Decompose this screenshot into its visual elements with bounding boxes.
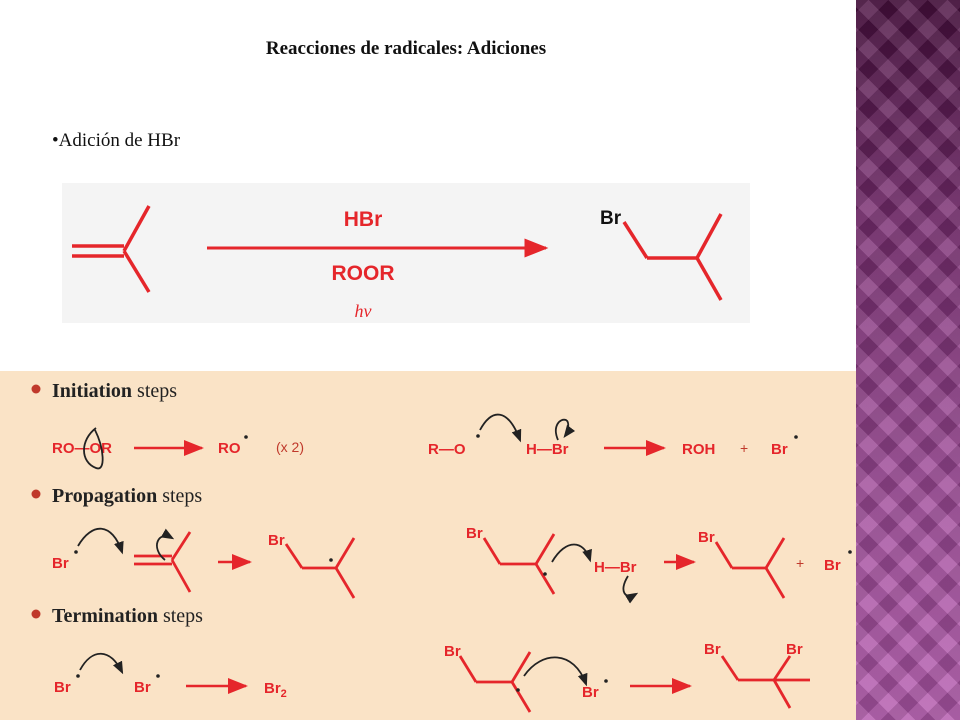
initiation-roor: RO—OR <box>52 440 112 457</box>
propagation-hbr: H—Br <box>594 559 637 576</box>
initiation-heading: Initiation steps <box>52 380 177 402</box>
slide-title: Reacciones de radicales: Adiciones <box>265 38 547 59</box>
radical-dot <box>794 435 798 439</box>
curved-arrow-bond-2 <box>622 575 639 604</box>
reagent-hbr: HBr <box>344 208 383 231</box>
initiation-plus: + <box>740 440 748 456</box>
termination-br-1: Br <box>54 679 71 696</box>
mechanism-panel <box>0 371 856 720</box>
product-br-label: Br <box>600 208 622 229</box>
bullet-dot <box>31 609 41 619</box>
decorative-side-panel <box>856 0 960 720</box>
curved-arrow-pi <box>156 528 175 561</box>
radical-dot <box>516 688 520 692</box>
radical-dot <box>604 679 608 683</box>
termination-br-radical: Br <box>582 684 599 701</box>
isobutyl-bromide-structure <box>622 213 723 301</box>
propagation-br-radical-2: Br <box>824 557 841 574</box>
curved-arrow-abstraction <box>479 413 522 443</box>
bullet-hbr-addition: •Adición de HBr <box>52 130 181 151</box>
initiation-ro: R—O <box>428 441 466 458</box>
isobutylene-structure <box>72 205 151 293</box>
bullet-dot <box>31 384 41 394</box>
initiation-roh: ROH <box>682 441 715 458</box>
termination-br-2: Br <box>134 679 151 696</box>
propagation-radical-reactant <box>482 533 556 595</box>
curved-arrow-addition <box>77 527 124 555</box>
propagation-product <box>714 537 786 599</box>
curved-arrow-h-abstraction <box>551 543 592 563</box>
propagation-product-br: Br <box>698 529 715 546</box>
termination-br-label: Br <box>444 643 461 660</box>
bullet-dot <box>31 489 41 499</box>
radical-dot <box>476 434 480 438</box>
propagation-alkene <box>134 531 192 593</box>
radical-dot <box>543 572 547 576</box>
reaction-scheme: HBr ROOR hν Br Initiation steps RO—OR RO… <box>0 183 856 720</box>
termination-br2: Br2 <box>264 680 287 700</box>
radical-dot <box>329 558 333 562</box>
termination-product <box>720 655 810 709</box>
termination-product-br-1: Br <box>704 641 721 658</box>
propagation-heading: Propagation steps <box>52 485 202 507</box>
radical-dot <box>156 674 160 678</box>
radical-dot <box>244 435 248 439</box>
top-reaction-panel <box>62 183 750 323</box>
propagation-plus: + <box>796 555 804 571</box>
initiation-ro-radical: RO <box>218 440 241 457</box>
light-hv: hν <box>355 301 372 321</box>
curved-arrow-bond <box>554 418 576 441</box>
curved-arrow-homolysis <box>83 427 104 470</box>
curved-arrow-termination <box>523 656 588 687</box>
propagation-br-label-2: Br <box>466 525 483 542</box>
initiation-br-radical: Br <box>771 441 788 458</box>
propagation-radical-intermediate <box>284 537 356 599</box>
radical-dot <box>74 550 78 554</box>
reagent-roor: ROOR <box>332 262 395 285</box>
initiation-multiplier: (x 2) <box>276 439 304 455</box>
radical-dot <box>76 674 80 678</box>
initiation-hbr: H—Br <box>526 441 569 458</box>
termination-heading: Termination steps <box>52 605 203 627</box>
radical-dot <box>848 550 852 554</box>
curved-arrow-combine <box>79 652 124 675</box>
termination-product-br-2: Br <box>786 641 803 658</box>
propagation-br-radical: Br <box>52 555 69 572</box>
termination-radical <box>458 651 532 713</box>
propagation-br-label: Br <box>268 532 285 549</box>
